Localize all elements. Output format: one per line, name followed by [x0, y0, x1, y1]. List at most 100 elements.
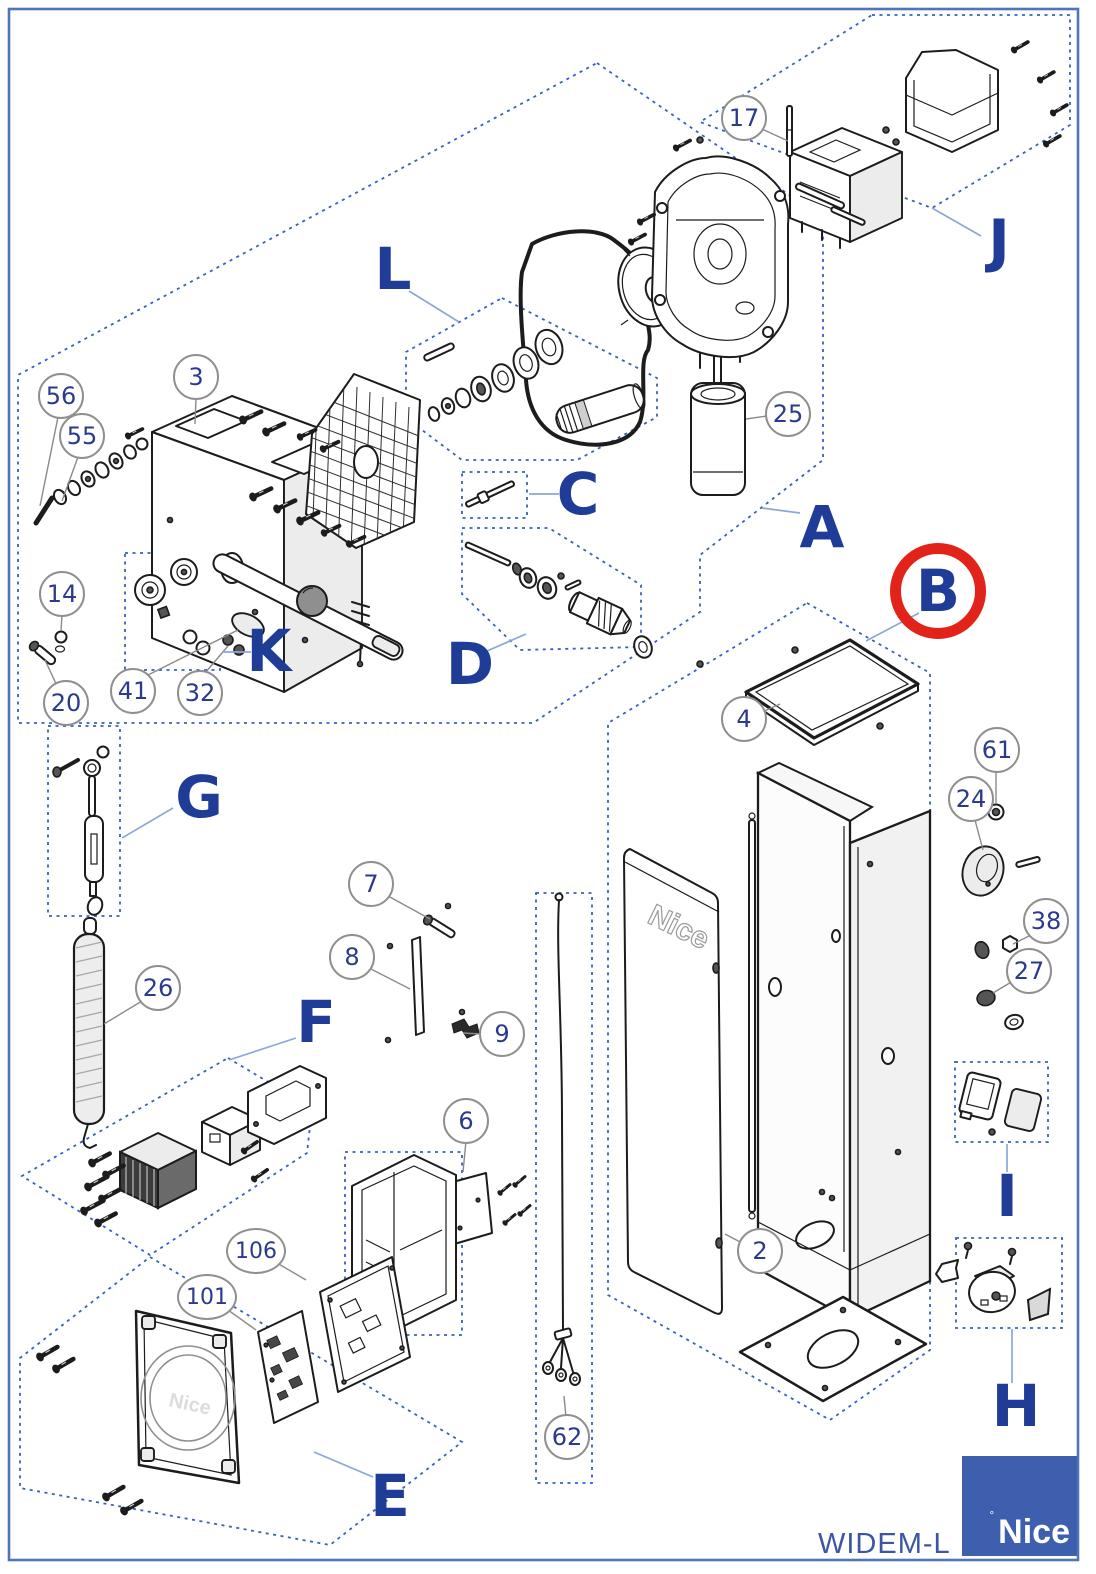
part-selector-shaft-D — [464, 541, 653, 659]
pointer-line — [563, 1395, 567, 1418]
part-screw-61 — [987, 803, 1005, 821]
balloon-26: 26 — [135, 965, 181, 1011]
balloon-41: 41 — [110, 668, 156, 714]
brand-logo: ° Nice — [962, 1456, 1077, 1556]
balloon-27: 27 — [1006, 948, 1052, 994]
pointer-line — [204, 645, 229, 674]
part-back-panel — [319, 1256, 411, 1393]
pointer-line — [486, 633, 527, 652]
part-output-shaft — [555, 383, 646, 434]
section-label-J: J — [988, 207, 1010, 275]
pointer-line — [228, 1037, 297, 1061]
part-spring-screw — [351, 601, 370, 668]
section-label-D: D — [445, 630, 495, 698]
pointer-line — [103, 1000, 143, 1025]
part-door: Nice — [623, 848, 723, 1315]
pointer-line — [931, 207, 982, 237]
part-washer-set — [33, 423, 149, 526]
part-heatsink — [119, 1132, 197, 1210]
balloon-17: 17 — [721, 95, 767, 141]
balloon-9: 9 — [479, 1011, 525, 1057]
pointer-line — [194, 397, 197, 425]
E-screws — [35, 1343, 144, 1517]
part-seal-kit — [423, 328, 564, 422]
balloon-32: 32 — [177, 670, 223, 716]
section-label-I: I — [996, 1162, 1018, 1230]
outline-H — [955, 1237, 1063, 1329]
part-pin-17 — [786, 105, 866, 226]
part-cap-27 — [976, 989, 1024, 1031]
pointer-lines — [39, 128, 1032, 1478]
part-cabinet-body — [755, 761, 932, 1321]
part-rubber-caps-I — [958, 1071, 1043, 1136]
brand-trademark: ° — [989, 1510, 994, 1522]
part-circuit-board — [257, 1310, 319, 1424]
part-cam-24 — [961, 845, 1041, 897]
brand-logo-text: Nice — [998, 1513, 1070, 1551]
outline-I — [954, 1061, 1049, 1143]
outline-A — [17, 61, 824, 724]
part-bushing-38 — [974, 935, 1018, 960]
part-release-cord — [542, 892, 581, 1386]
part-bolt-20 — [28, 640, 57, 666]
pointer-line — [462, 1032, 482, 1035]
section-label-L: L — [374, 235, 412, 303]
part-grid-plate — [305, 373, 421, 549]
part-lock-H — [935, 1241, 1052, 1322]
pointer-line — [121, 807, 174, 839]
product-code-label: WIDEM-L — [818, 1528, 951, 1560]
section-label-K: K — [246, 617, 292, 685]
pointer-line — [39, 416, 59, 507]
pointer-line — [387, 895, 431, 920]
pointer-line — [745, 415, 768, 420]
section-label-C: C — [556, 460, 600, 528]
part-lamp-cover: Nice — [134, 1309, 241, 1485]
section-label-H: H — [991, 1372, 1041, 1440]
part-turnbuckle — [52, 745, 110, 916]
pointer-line — [761, 128, 789, 142]
balloon-101: 101 — [177, 1274, 237, 1320]
balloon-8: 8 — [329, 934, 375, 980]
part-bracket-plate — [237, 1065, 327, 1186]
balloon-7: 7 — [348, 861, 394, 907]
part-motor — [690, 316, 746, 496]
outline-C — [461, 471, 528, 519]
pointer-line — [1012, 934, 1032, 945]
outline-E — [19, 1255, 464, 1546]
balloon-56: 56 — [38, 373, 84, 419]
balloon-55: 55 — [59, 413, 105, 459]
pointer-line — [408, 290, 460, 323]
pointer-line — [313, 1451, 374, 1478]
page-frame — [7, 7, 1080, 1562]
balloon-38: 38 — [1023, 898, 1069, 944]
pointer-line — [227, 1309, 257, 1331]
balloon-2: 2 — [737, 1228, 783, 1274]
balloon-6: 6 — [443, 1098, 489, 1144]
outline-62 — [535, 892, 593, 1484]
F-screws — [79, 1150, 126, 1229]
outline-F — [20, 1056, 313, 1257]
part-hinge-rod — [748, 812, 756, 1220]
part-gearbox-housing — [624, 135, 790, 359]
pointer-line — [761, 507, 801, 514]
part-nut-14 — [54, 630, 68, 653]
section-label-G: G — [175, 763, 223, 831]
pointer-line — [974, 819, 984, 851]
balloon-3: 3 — [173, 354, 219, 400]
part-control-cover — [905, 36, 1071, 153]
part-release-pin-C — [465, 480, 515, 508]
part-release-lever — [212, 553, 404, 661]
outline-B — [607, 601, 931, 1422]
pointer-line — [462, 1140, 467, 1173]
outline-L — [405, 296, 658, 461]
pointer-line — [60, 614, 63, 632]
pointer-line — [368, 967, 411, 990]
part-balance-spring — [72, 917, 106, 1149]
section-label-B: B — [915, 557, 961, 625]
pointer-line — [61, 456, 79, 502]
balloon-4: 4 — [721, 696, 767, 742]
balloon-61: 61 — [974, 727, 1020, 773]
highlight-ring-B — [890, 543, 986, 639]
section-label-F: F — [296, 988, 336, 1056]
